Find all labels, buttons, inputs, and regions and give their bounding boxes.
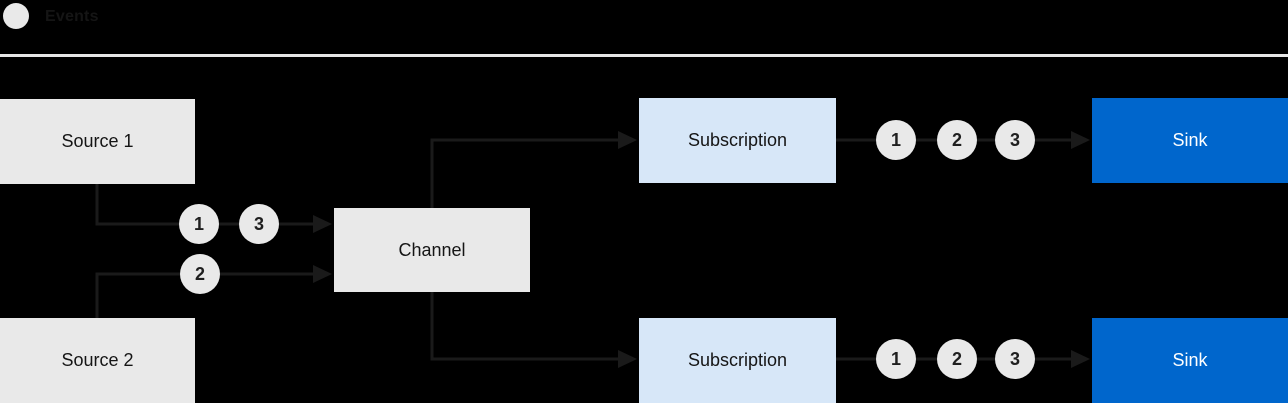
- connector-source2-to-channel: [95, 272, 315, 318]
- node-source-1: Source 1: [0, 99, 195, 184]
- event-badge: 2: [937, 339, 977, 379]
- node-source-2: Source 2: [0, 318, 195, 403]
- node-sink-bottom-label: Sink: [1172, 350, 1208, 370]
- legend-separator-line: [0, 54, 1288, 57]
- event-badge: 3: [239, 204, 279, 244]
- node-channel: Channel: [334, 208, 530, 292]
- node-subscription-bottom-label: Subscription: [687, 350, 788, 370]
- event-badge: 1: [876, 339, 916, 379]
- arrowhead-source1-to-channel: [313, 215, 332, 233]
- node-sink-bottom: Sink: [1092, 318, 1288, 403]
- connector-channel-to-subscription-top: [430, 138, 620, 208]
- arrowhead-channel-to-subscription-top: [618, 131, 637, 149]
- event-badge: 1: [179, 204, 219, 244]
- node-sink-top: Sink: [1092, 98, 1288, 183]
- node-source-2-label: Source 2: [61, 350, 134, 370]
- arrowhead-channel-to-subscription-bottom: [618, 350, 637, 368]
- node-subscription-top-label: Subscription: [687, 130, 788, 150]
- event-badge: 1: [876, 120, 916, 160]
- event-badge: 2: [937, 120, 977, 160]
- arrowhead-source2-to-channel: [313, 265, 332, 283]
- event-badge: 3: [995, 339, 1035, 379]
- event-badge: 3: [995, 120, 1035, 160]
- node-subscription-top: Subscription: [639, 98, 836, 183]
- events-legend-icon: [3, 3, 29, 29]
- node-channel-label: Channel: [398, 239, 466, 260]
- arrowhead-subscription-bottom-to-sink: [1071, 350, 1090, 368]
- connector-channel-to-subscription-bottom: [430, 292, 620, 361]
- arrowhead-subscription-top-to-sink: [1071, 131, 1090, 149]
- node-sink-top-label: Sink: [1172, 130, 1208, 150]
- events-legend-label: Events: [45, 8, 99, 25]
- node-subscription-bottom: Subscription: [639, 318, 836, 403]
- event-badge: 2: [180, 254, 220, 294]
- node-source-1-label: Source 1: [61, 131, 134, 151]
